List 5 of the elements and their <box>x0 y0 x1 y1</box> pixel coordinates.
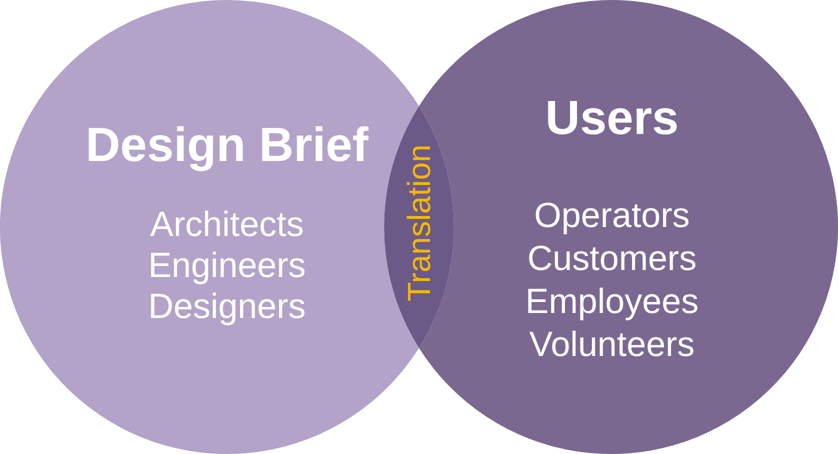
circle-heading: Users <box>545 95 679 143</box>
circle-heading: Design Brief <box>86 122 368 170</box>
circle-text: Operators Customers Employees Volunteers <box>525 195 699 366</box>
circle-text: Architects Engineers Designers <box>148 204 306 327</box>
overlap-label: Translation <box>403 144 435 302</box>
